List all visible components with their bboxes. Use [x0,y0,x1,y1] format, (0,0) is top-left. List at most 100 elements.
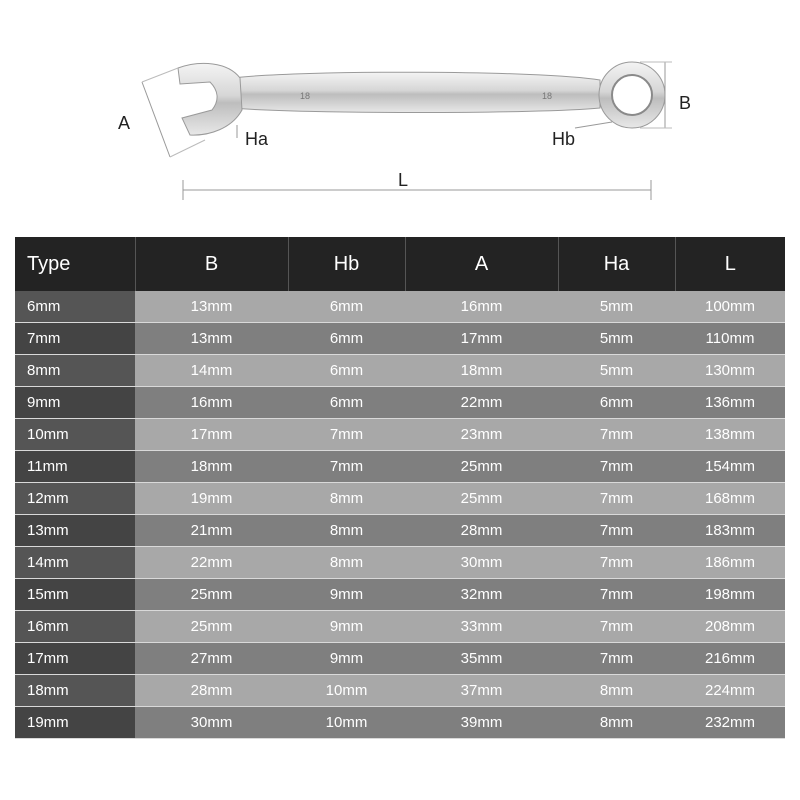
cell-a: 37mm [405,674,558,707]
dim-a-ext-top [141,67,179,83]
cell-ha: 6mm [558,386,675,419]
cell-ha: 7mm [558,610,675,643]
header-b: B [135,237,289,291]
cell-hb: 6mm [288,322,405,355]
header-l: L [675,237,785,291]
cell-type: 18mm [15,674,135,707]
cell-type: 14mm [15,546,135,579]
cell-type: 16mm [15,610,135,643]
wrench-stamp-right: 18 [542,91,552,101]
wrench-diagram: 18 18 [141,61,672,200]
cell-l: 232mm [675,706,785,739]
cell-l: 208mm [675,610,785,643]
cell-l: 224mm [675,674,785,707]
cell-b: 25mm [135,578,288,611]
cell-type: 10mm [15,418,135,451]
header-hb: Hb [288,237,406,291]
cell-l: 186mm [675,546,785,579]
cell-ha: 7mm [558,514,675,547]
cell-a: 25mm [405,450,558,483]
cell-l: 198mm [675,578,785,611]
cell-a: 39mm [405,706,558,739]
header-type: Type [15,237,136,291]
wrench-box-hole [611,74,653,116]
cell-b: 28mm [135,674,288,707]
cell-l: 168mm [675,482,785,515]
cell-l: 154mm [675,450,785,483]
cell-hb: 6mm [288,354,405,387]
cell-type: 19mm [15,706,135,739]
cell-l: 216mm [675,642,785,675]
dim-label-hb: Hb [552,129,576,149]
cell-ha: 5mm [558,354,675,387]
cell-ha: 7mm [558,546,675,579]
cell-l: 138mm [675,418,785,451]
cell-ha: 7mm [558,450,675,483]
cell-ha: 5mm [558,322,675,355]
wrench-stamp-left: 18 [300,91,310,101]
cell-hb: 9mm [288,642,405,675]
cell-b: 30mm [135,706,288,739]
cell-a: 18mm [405,354,558,387]
cell-hb: 10mm [288,706,405,739]
dim-hb-pointer [574,121,613,129]
cell-a: 30mm [405,546,558,579]
cell-type: 7mm [15,322,135,355]
cell-l: 110mm [675,322,785,355]
cell-ha: 7mm [558,482,675,515]
cell-type: 8mm [15,354,135,387]
cell-l: 100mm [675,291,785,323]
cell-b: 14mm [135,354,288,387]
cell-ha: 7mm [558,578,675,611]
dim-a-line [141,81,171,158]
cell-b: 13mm [135,291,288,323]
wrench-handle [231,71,601,113]
cell-hb: 8mm [288,546,405,579]
cell-b: 17mm [135,418,288,451]
dim-a-ext-bottom [169,139,206,158]
cell-a: 35mm [405,642,558,675]
cell-l: 136mm [675,386,785,419]
cell-b: 21mm [135,514,288,547]
cell-a: 23mm [405,418,558,451]
cell-hb: 6mm [288,291,405,323]
cell-ha: 5mm [558,291,675,323]
cell-hb: 7mm [288,450,405,483]
dim-label-a: A [118,113,131,133]
dim-label-b: B [679,93,692,113]
cell-ha: 7mm [558,418,675,451]
cell-l: 183mm [675,514,785,547]
cell-hb: 8mm [288,482,405,515]
cell-type: 6mm [15,291,135,323]
cell-hb: 7mm [288,418,405,451]
cell-type: 13mm [15,514,135,547]
cell-a: 25mm [405,482,558,515]
dim-label-l: L [398,170,409,190]
cell-type: 11mm [15,450,135,483]
cell-a: 17mm [405,322,558,355]
cell-type: 9mm [15,386,135,419]
cell-type: 12mm [15,482,135,515]
cell-b: 19mm [135,482,288,515]
cell-b: 25mm [135,610,288,643]
cell-a: 33mm [405,610,558,643]
cell-hb: 9mm [288,610,405,643]
cell-hb: 6mm [288,386,405,419]
cell-hb: 9mm [288,578,405,611]
cell-a: 22mm [405,386,558,419]
cell-a: 16mm [405,291,558,323]
cell-ha: 8mm [558,706,675,739]
wrench-open-end [177,62,243,136]
